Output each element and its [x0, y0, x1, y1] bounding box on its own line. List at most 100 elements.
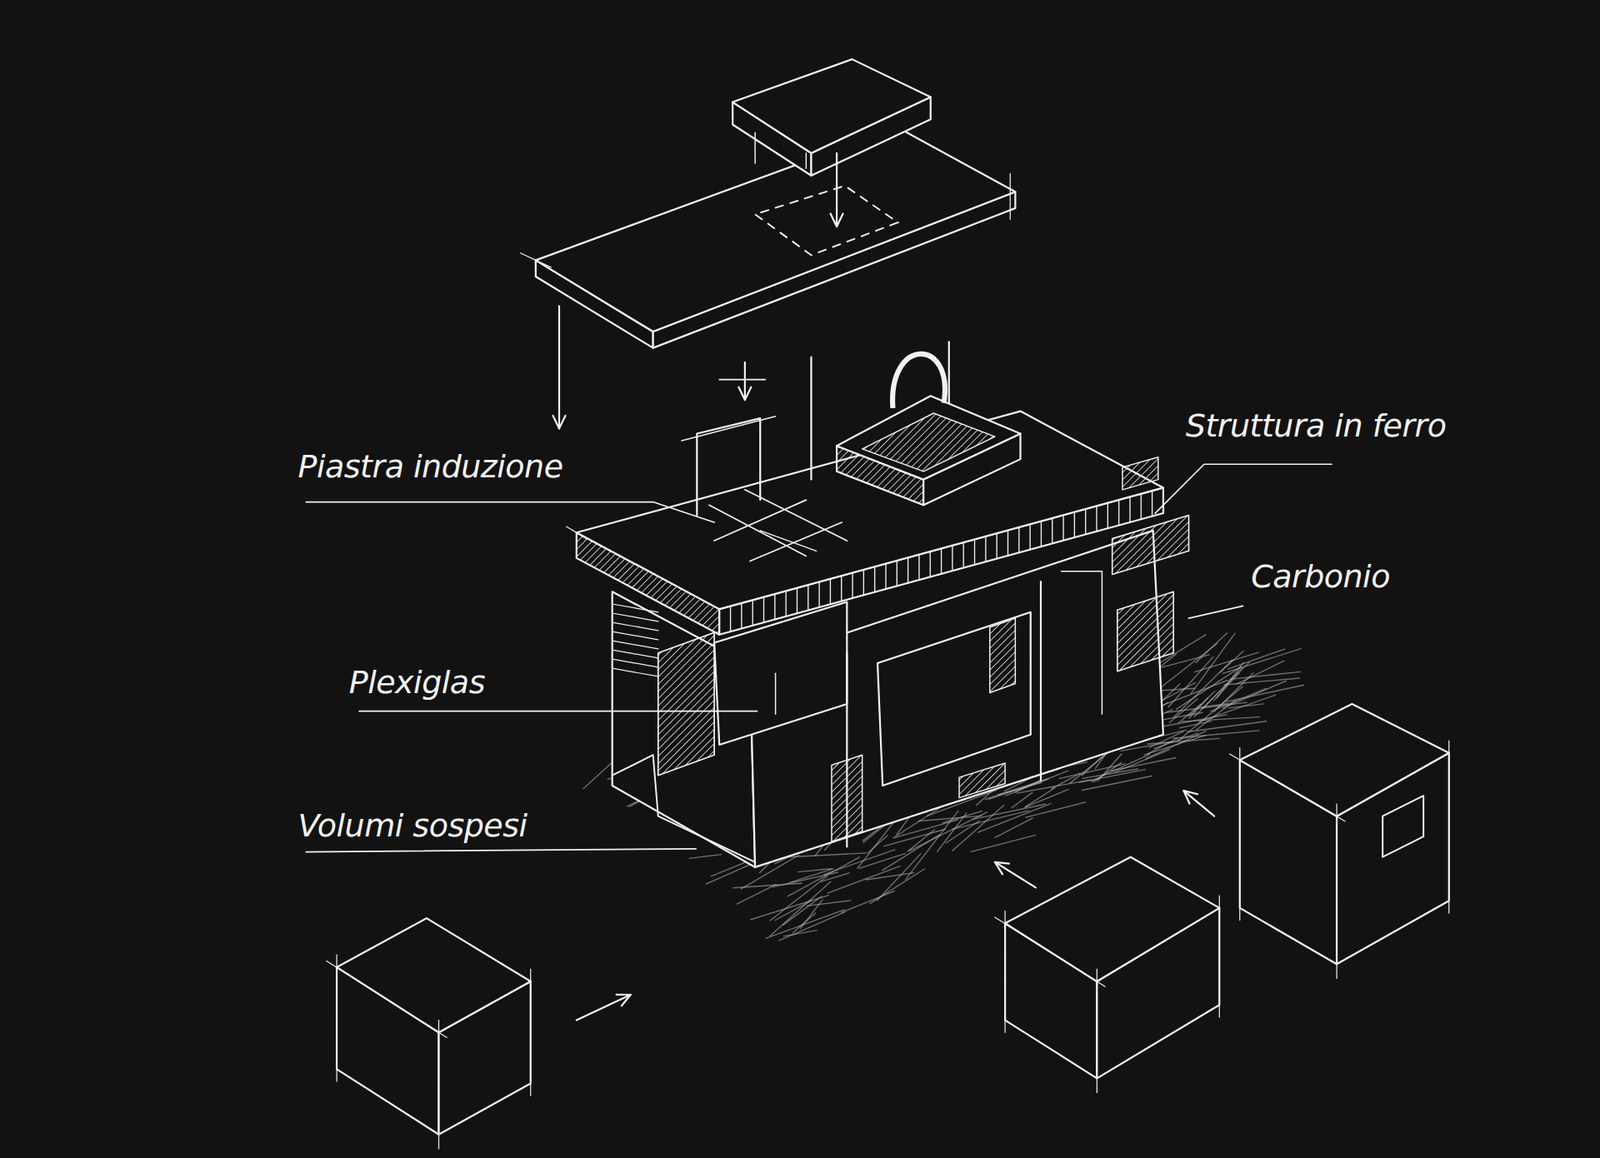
shelf-frame	[696, 418, 760, 515]
shadow-scribble	[1025, 789, 1069, 807]
slab-front-hatch	[830, 579, 831, 605]
material-label: Volumi sospesi	[298, 808, 528, 845]
slab-front-hatch	[1085, 509, 1086, 535]
carbon-panel	[1117, 591, 1174, 672]
material-label: Carbonio	[1250, 559, 1390, 596]
placement-arrow	[744, 362, 746, 400]
material-label: Struttura in ferro	[1185, 408, 1447, 445]
construction-line	[754, 132, 755, 164]
suspended-cube	[1239, 748, 1240, 921]
sink-basin	[836, 395, 1020, 480]
shadow-scribble	[733, 883, 802, 889]
slab-front-hatch	[974, 539, 975, 565]
shadow-scribble	[1230, 671, 1300, 680]
shadow-scribble	[910, 812, 988, 851]
slab-front-hatch	[1062, 515, 1064, 541]
shadow-scribble	[937, 813, 967, 852]
side-hatch	[612, 640, 659, 650]
slab-front-hatch	[963, 542, 965, 569]
placement-arrow	[830, 214, 844, 227]
slab-end-block	[1122, 457, 1159, 490]
side-hatch	[612, 668, 659, 677]
shadow-scribble	[893, 820, 959, 839]
direction-arrow	[1183, 790, 1198, 805]
material-label: Plexiglas	[349, 665, 485, 702]
exploded-basin	[732, 59, 931, 154]
slab-front-hatch	[1129, 496, 1130, 523]
plexiglas-panel	[658, 632, 715, 775]
shadow-scribble	[972, 804, 1045, 820]
side-hatch	[612, 631, 659, 640]
suspended-cube	[1096, 969, 1098, 1093]
shadow-scribble	[775, 900, 812, 921]
shadow-scribble	[995, 818, 1033, 838]
shadow-scribble	[1195, 652, 1260, 673]
suspended-cube	[1448, 740, 1450, 914]
cube-opening	[1382, 795, 1424, 857]
leader-line	[1189, 605, 1244, 619]
slab-front-hatch	[863, 570, 865, 596]
construction-line	[775, 673, 776, 715]
shadow-scribble	[1224, 678, 1300, 685]
slab-front-hatch	[885, 563, 886, 590]
shadow-scribble	[1016, 780, 1090, 794]
slab-front-hatch	[995, 533, 997, 560]
carbon-panel	[831, 755, 863, 842]
construction-line	[566, 526, 587, 540]
shadow-scribble	[770, 882, 831, 937]
induction-hob	[750, 522, 842, 562]
suspended-cube	[1335, 804, 1337, 979]
slab-front-hatch	[1018, 527, 1020, 554]
shadow-scribble	[1176, 666, 1242, 710]
suspended-cube	[1219, 895, 1220, 1018]
exploded-countertop	[535, 127, 1016, 332]
shadow-scribble	[779, 912, 845, 941]
slab-front-hatch	[818, 581, 820, 608]
slab-front-hatch	[985, 536, 986, 563]
shadow-scribble	[1222, 649, 1301, 675]
induction-hob	[714, 500, 806, 541]
shelf-frame	[681, 416, 776, 441]
shadow-scribble	[1051, 773, 1080, 790]
side-hatch	[612, 659, 659, 668]
slab-front-hatch	[774, 594, 775, 620]
shadow-scribble	[970, 835, 1036, 852]
slab-front-hatch	[1074, 512, 1075, 539]
suspended-cube	[1230, 754, 1345, 822]
shadow-scribble	[783, 930, 817, 937]
suspended-cube	[995, 917, 1105, 987]
direction-arrow	[616, 995, 631, 1006]
material-label: Piastra induzione	[298, 449, 564, 486]
leader-line	[305, 849, 696, 853]
placement-arrow	[558, 305, 560, 429]
slab-front-hatch	[907, 557, 909, 584]
direction-arrow	[576, 995, 631, 1021]
shadow-scribble	[1082, 776, 1152, 791]
suspended-cube	[530, 969, 531, 1096]
suspended-volume	[612, 755, 755, 863]
shadow-scribble	[772, 872, 838, 888]
placement-arrow	[738, 387, 751, 400]
shadow-scribble	[1210, 688, 1266, 712]
placement-arrow	[835, 153, 838, 227]
slab-front-hatch	[1151, 490, 1153, 517]
shadow-scribble	[798, 869, 832, 873]
slab-front-hatch	[1040, 520, 1042, 547]
faucet	[892, 354, 945, 409]
carbon-panel	[959, 763, 1005, 799]
division-line	[1040, 581, 1042, 781]
slab-front-hatch	[1051, 518, 1053, 545]
shadow-scribble	[1025, 802, 1086, 818]
slab-front-hatch	[1007, 530, 1009, 556]
placement-arrow	[719, 379, 765, 381]
slab-front-hatch	[896, 560, 898, 587]
shadow-scribble	[827, 866, 900, 894]
slab-front-hatch	[1095, 505, 1097, 532]
placement-arrow	[553, 415, 566, 429]
leader-line	[359, 710, 758, 713]
slab-front-hatch	[807, 585, 809, 611]
slab-front-hatch	[840, 575, 842, 602]
slab-front-hatch	[1140, 494, 1142, 520]
construction-line	[1060, 571, 1102, 715]
slab-front-hatch	[785, 590, 786, 617]
